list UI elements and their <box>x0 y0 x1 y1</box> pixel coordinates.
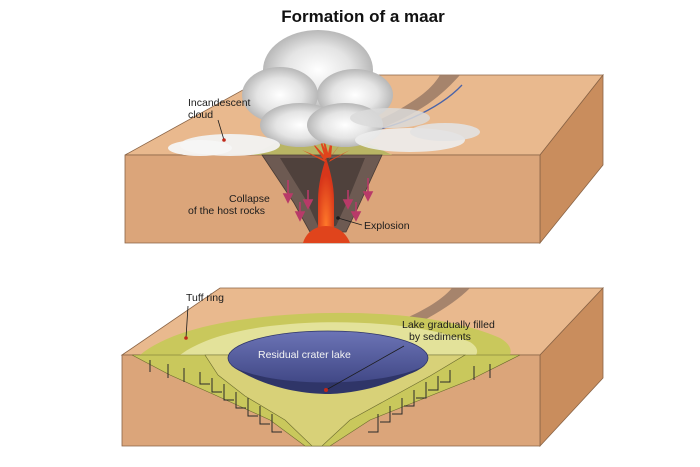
label-collapse: Collapse <box>229 193 270 205</box>
label-by-sediments: by sediments <box>409 331 471 343</box>
label-cloud: cloud <box>188 109 213 121</box>
diagram-title: Formation of a maar <box>281 7 445 26</box>
cloud-marker <box>222 138 226 142</box>
top-lava-conduit <box>318 158 334 243</box>
tuff-marker <box>184 336 188 340</box>
fault-lines-outer <box>149 360 491 382</box>
label-explosion: Explosion <box>364 220 410 232</box>
fault-steps-right <box>368 370 451 433</box>
label-tuff-ring: Tuff ring <box>186 292 224 304</box>
label-crater-lake: Residual crater lake <box>258 349 351 361</box>
collapse-arrows <box>282 178 374 222</box>
bottom-leader-lines <box>185 305 405 391</box>
label-incandescent: Incandescent <box>188 97 251 109</box>
top-vent-rim <box>252 143 392 155</box>
lake-cross-section <box>232 366 424 394</box>
top-river-channel <box>352 75 460 132</box>
eruption-cloud <box>168 30 480 156</box>
label-host-rocks: of the host rocks <box>188 205 265 217</box>
fault-steps-left <box>199 372 282 433</box>
bottom-block: Tuff ring Lake gradually filled by sedim… <box>120 286 604 448</box>
explosion-marker <box>336 216 340 220</box>
sediment-marker <box>324 388 328 392</box>
top-leader-lines <box>217 119 363 226</box>
top-lava-pool <box>303 226 350 243</box>
label-lake-filled: Lake gradually filled <box>402 319 495 331</box>
top-block: Incandescent cloud Collapse of the host … <box>124 30 604 245</box>
